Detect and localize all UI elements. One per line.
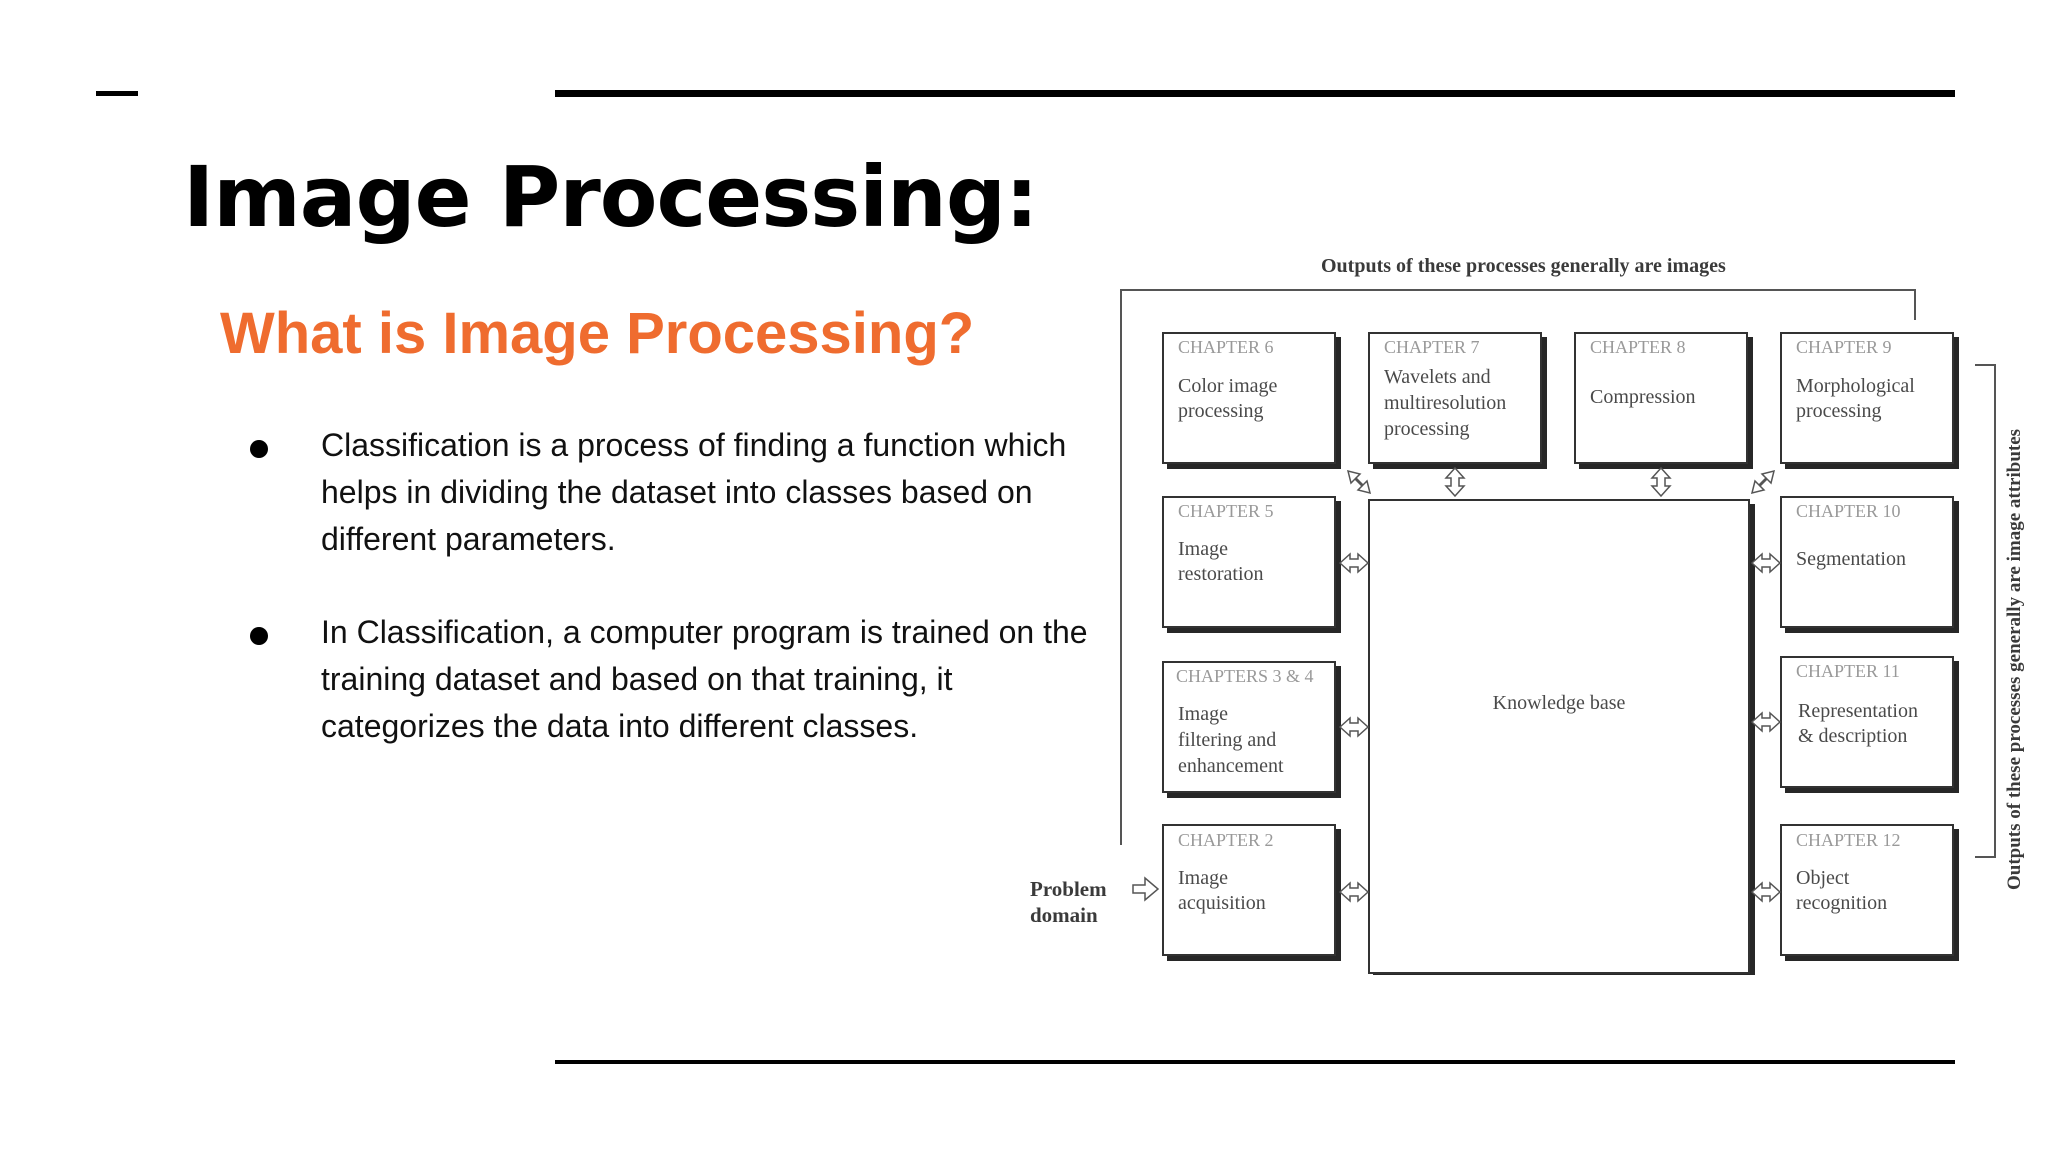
arrow-diagonal-icon [1750, 469, 1776, 495]
bottom-rule [555, 1060, 1955, 1064]
arrow-left-icon [1750, 711, 1782, 733]
top-rule [555, 90, 1955, 97]
box-line: & description [1798, 725, 1907, 747]
bullet-dot-icon [250, 627, 268, 645]
slide-title: Image Processing: [183, 148, 1039, 246]
arrow-up-down-icon [1650, 466, 1672, 498]
image-processing-diagram: Outputs of these processes generally are… [1030, 255, 2025, 974]
box-line: Object [1796, 867, 1850, 889]
arrow-right-icon [1338, 552, 1370, 574]
knowledge-base-label: Knowledge base [1493, 692, 1626, 714]
box-chapter-2: CHAPTER 2 Image acquisition [1162, 824, 1336, 956]
arrow-diagonal-icon [1346, 469, 1372, 495]
arrow-right-icon [1338, 716, 1370, 738]
box-line: processing [1796, 400, 1882, 422]
top-left-dash [96, 91, 138, 96]
box-line: Representation [1798, 700, 1918, 722]
chapter-label: CHAPTER 2 [1178, 830, 1274, 850]
box-line: Image [1178, 703, 1228, 725]
box-line: multiresolution [1384, 392, 1506, 414]
knowledge-base-box [1368, 499, 1750, 974]
arrow-up-down-icon [1444, 466, 1466, 498]
arrow-problem-domain-icon [1132, 876, 1160, 902]
box-line: enhancement [1178, 755, 1284, 777]
box-chapter-11: CHAPTER 11 Representation & description [1780, 656, 1954, 788]
box-line: recognition [1796, 892, 1887, 914]
box-line: Image [1178, 538, 1228, 560]
box-chapters-3-4: CHAPTERS 3 & 4 Image filtering and enhan… [1162, 661, 1336, 793]
box-chapter-7: CHAPTER 7 Wavelets and multiresolution p… [1368, 332, 1542, 464]
box-line: processing [1178, 400, 1264, 422]
problem-domain-label: domain [1030, 903, 1098, 927]
box-chapter-12: CHAPTER 12 Object recognition [1780, 824, 1954, 956]
box-line: filtering and [1178, 729, 1276, 751]
arrow-left-icon [1750, 881, 1782, 903]
slide-subtitle: What is Image Processing? [220, 301, 975, 366]
chapter-label: CHAPTERS 3 & 4 [1176, 666, 1314, 686]
diagram-right-label: Outputs of these processes generally are… [2004, 429, 2025, 890]
problem-domain-label: Problem [1030, 877, 1107, 901]
arrow-left-icon [1750, 552, 1782, 574]
chapter-label: CHAPTER 8 [1590, 337, 1686, 357]
box-chapter-8: CHAPTER 8 Compression [1574, 332, 1748, 464]
box-line: processing [1384, 418, 1470, 440]
box-line: Morphological [1796, 375, 1915, 397]
arrow-right-icon [1338, 881, 1370, 903]
box-line: restoration [1178, 563, 1264, 585]
right-output-bracket [1975, 364, 1996, 858]
box-line: Compression [1590, 386, 1696, 408]
chapter-label: CHAPTER 9 [1796, 337, 1892, 357]
box-line: acquisition [1178, 892, 1266, 914]
bullet-text-2: In Classification, a computer program is… [321, 614, 1088, 744]
diagram-top-label: Outputs of these processes generally are… [1321, 255, 1726, 277]
box-line: Color image [1178, 375, 1278, 397]
box-chapter-6: CHAPTER 6 Color image processing [1162, 332, 1336, 464]
box-line: Image [1178, 867, 1228, 889]
box-chapter-9: CHAPTER 9 Morphological processing [1780, 332, 1954, 464]
top-output-bracket [1120, 289, 1916, 845]
bullet-text-1: Classification is a process of finding a… [321, 427, 1067, 557]
chapter-label: CHAPTER 5 [1178, 501, 1274, 521]
box-line: Segmentation [1796, 548, 1906, 570]
box-line: Wavelets and [1384, 366, 1491, 388]
chapter-label: CHAPTER 7 [1384, 337, 1480, 357]
chapter-label: CHAPTER 10 [1796, 501, 1901, 521]
chapter-label: CHAPTER 12 [1796, 830, 1901, 850]
chapter-label: CHAPTER 6 [1178, 337, 1274, 357]
chapter-label: CHAPTER 11 [1796, 661, 1900, 681]
box-chapter-10: CHAPTER 10 Segmentation [1780, 496, 1954, 628]
bullet-dot-icon [250, 440, 268, 458]
box-chapter-5: CHAPTER 5 Image restoration [1162, 496, 1336, 628]
